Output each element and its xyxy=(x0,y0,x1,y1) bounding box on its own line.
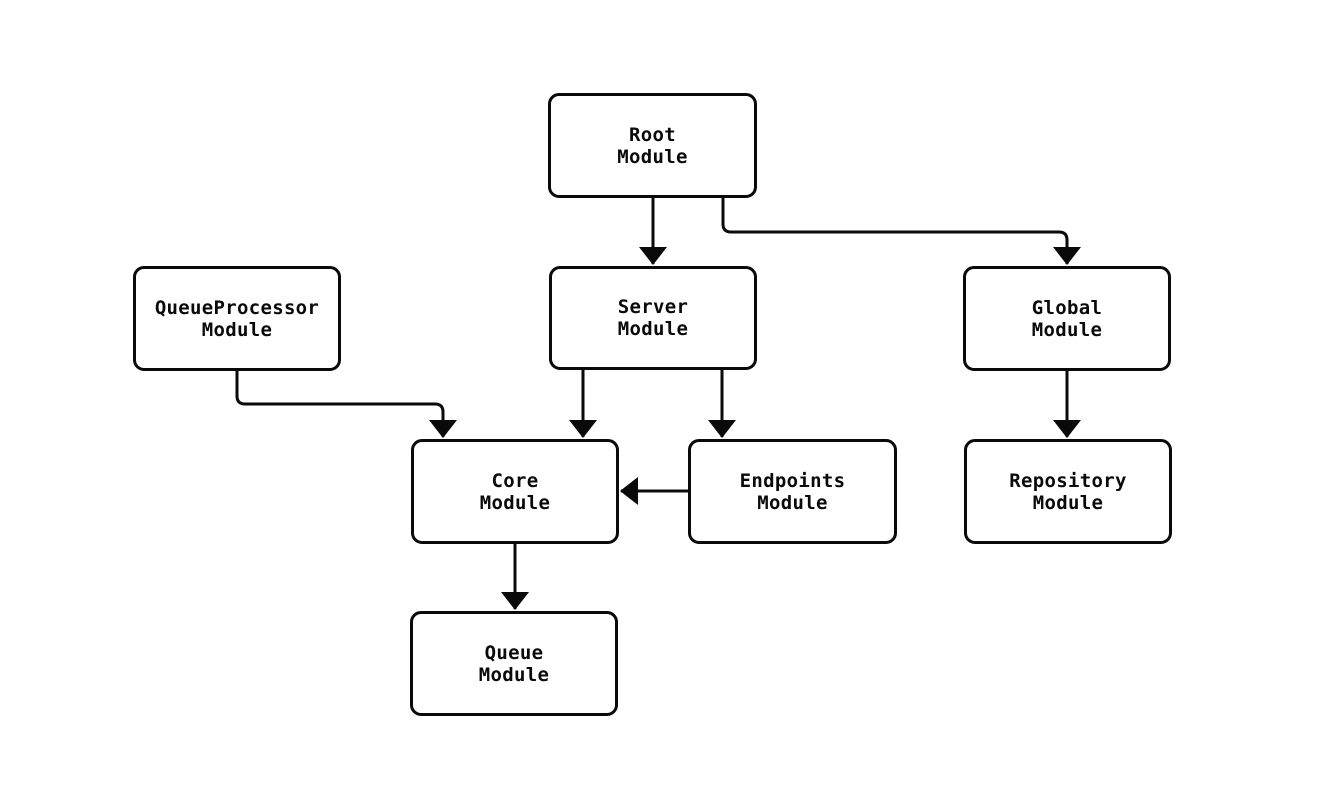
node-repository-label-line: Module xyxy=(1032,491,1104,514)
node-core-label-line: Module xyxy=(479,491,551,514)
node-queueprocessor-label-line: QueueProcessor xyxy=(154,296,320,319)
edge-root-to-global xyxy=(721,198,1081,265)
node-core-label-line: Core xyxy=(491,469,539,492)
node-server-label-line: Server xyxy=(617,296,689,318)
edges-group xyxy=(235,198,1081,610)
node-repository-label-line: Repository xyxy=(1009,469,1127,492)
node-endpoints-label-line: Endpoints xyxy=(739,469,846,492)
edge-queueprocessor-to-core xyxy=(235,371,457,438)
node-global-label-line: Module xyxy=(1031,318,1103,341)
node-queue-label-line: Queue xyxy=(484,641,544,664)
node-queueprocessor-label-line: Module xyxy=(201,318,273,341)
node-global-label-line: Global xyxy=(1031,296,1103,319)
node-endpoints-label-line: Module xyxy=(757,491,828,514)
node-root-label-line: Module xyxy=(617,145,688,168)
node-root-label-line: Root xyxy=(629,123,676,146)
node-queue-label-line: Module xyxy=(478,663,550,686)
node-server-label-line: Module xyxy=(617,318,689,340)
